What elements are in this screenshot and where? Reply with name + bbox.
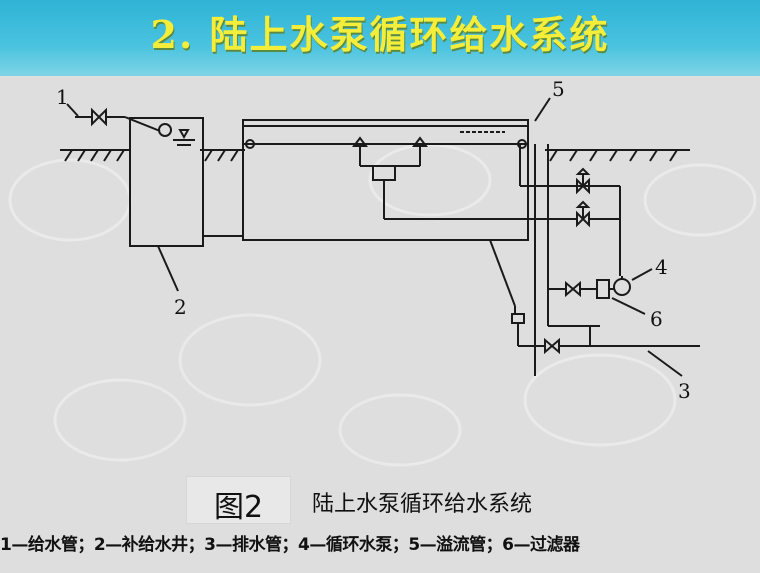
callout-4: 4 [655,255,668,279]
branch-filter [352,136,535,220]
title-bar: 2. 陆上水泵循环给水系统 [0,0,760,76]
drain-pipe [518,326,700,376]
supply-pipe [75,107,172,137]
circulation-pump [613,278,631,296]
figure-caption: 陆上水泵循环给水系统 [312,492,533,517]
callout-5: 5 [552,77,565,101]
callout-6: 6 [650,307,663,331]
pump-valve [565,280,581,298]
water-level-mark [173,129,195,146]
valve-upper-1 [575,167,591,195]
figure-label: 图2 [213,490,264,525]
supply-well [129,117,204,247]
figure-label-box: 图2 [186,476,291,525]
callout-1: 1 [56,85,69,109]
filter [596,279,610,299]
ground-line-left [60,149,130,162]
callout-3: 3 [678,379,691,403]
valve-upper-2 [575,200,591,228]
ground-line-right [545,149,690,162]
callout-2: 2 [174,295,187,319]
water-system-diagram: 1 2 3 4 5 6 [56,77,700,403]
slide-title: 2. 陆上水泵循环给水系统 [150,12,610,57]
overflow-fitting [511,313,525,324]
figure-legend: 1—给水管；2—补给水井；3—排水管；4—循环水泵；5—溢流管；6—过滤器 [0,535,580,555]
ground-line-middle [200,149,245,162]
